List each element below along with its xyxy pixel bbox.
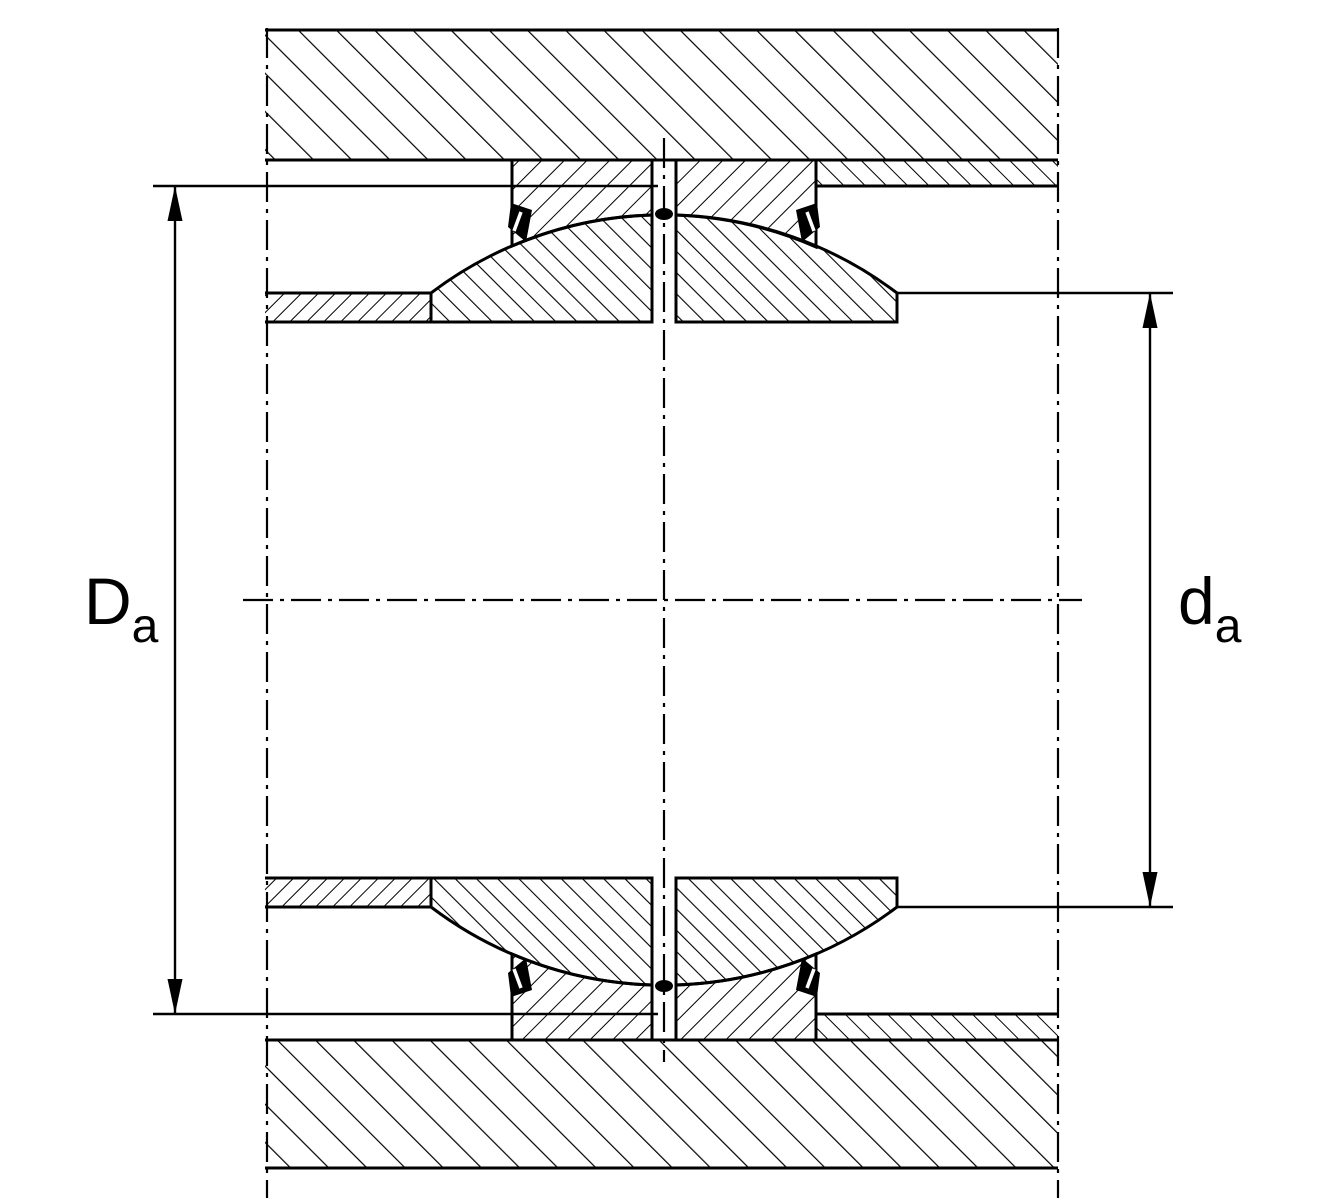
housing-shoulder-top (816, 160, 1058, 188)
seal-bottom-left (508, 958, 532, 997)
lubrication-hole-bottom (655, 980, 673, 992)
phantom-lines (243, 28, 1082, 1198)
dim-da-arrow-up (1142, 293, 1158, 328)
housing-bottom-section (265, 1040, 1058, 1168)
dimension-da: da (897, 291, 1242, 909)
inner-ring-bottom-left (429, 876, 654, 987)
dim-label-da-subscript: a (1215, 600, 1242, 653)
inner-ring-bottom (429, 876, 899, 987)
dim-label-Da-symbol: D (84, 564, 132, 638)
housing-top (265, 28, 1058, 162)
housing-bottom (265, 1038, 1058, 1170)
dim-Da-extension-lines (153, 184, 658, 1016)
dim-da-extension-lines (897, 291, 1173, 909)
shaft-shoulder-bottom-edges (265, 876, 431, 909)
housing-shoulder-bottom-section (816, 1014, 1058, 1040)
inner-ring-top-left (429, 213, 654, 324)
dim-da-arrow-down (1142, 872, 1158, 907)
shaft-shoulder-bottom-section (265, 878, 431, 907)
dim-Da-arrow-down (167, 979, 183, 1014)
dimension-Da: Da (84, 184, 658, 1016)
seal-top-left (508, 203, 532, 242)
shaft-shoulder-top-section (265, 293, 431, 322)
dim-label-da-symbol: d (1178, 564, 1215, 638)
inner-ring-top-right (674, 213, 899, 324)
shaft-shoulder-top-edges (265, 291, 431, 324)
dim-label-Da: Da (84, 564, 159, 653)
dim-Da-arrow-up (167, 186, 183, 221)
seal-bottom-right (796, 958, 820, 997)
seals (508, 203, 820, 997)
inner-ring-bottom-right (674, 876, 899, 987)
inner-ring-top (429, 213, 899, 324)
dim-label-Da-subscript: a (132, 600, 159, 653)
shaft-shoulder-top (265, 291, 431, 324)
seal-top-right (796, 203, 820, 242)
housing-shoulder-bottom (816, 1012, 1058, 1040)
shaft-shoulder-bottom (265, 876, 431, 909)
housing-shoulder-top-section (816, 160, 1058, 186)
housing-top-section (265, 30, 1058, 160)
dim-label-da: da (1178, 564, 1242, 653)
